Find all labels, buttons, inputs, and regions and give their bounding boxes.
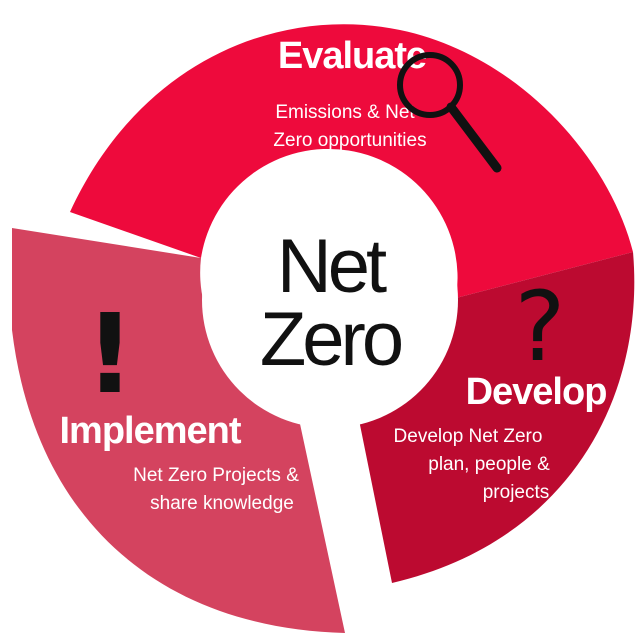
exclamation-mark-icon: ! xyxy=(85,290,135,418)
develop-description-line-1: Develop Net Zero xyxy=(394,426,543,447)
center-title-line-2: Zero xyxy=(260,297,402,382)
develop-title: Develop xyxy=(466,371,607,413)
evaluate-description-line-1: Emissions & Net xyxy=(275,102,415,123)
implement-title: Implement xyxy=(59,410,241,452)
center-circle xyxy=(202,172,458,428)
magnifier-icon xyxy=(397,52,502,173)
center-title-line-1: Net xyxy=(277,224,387,309)
develop-description-line-3: projects xyxy=(483,482,550,503)
implement-segment[interactable] xyxy=(12,228,345,633)
implement-description-line-2: share knowledge xyxy=(150,493,294,514)
implement-description-line-1: Net Zero Projects & xyxy=(133,465,299,486)
develop-segment[interactable] xyxy=(358,252,635,583)
evaluate-description-line-2: Zero opportunities xyxy=(273,130,426,151)
evaluate-segment[interactable] xyxy=(70,24,633,298)
develop-description-line-2: plan, people & xyxy=(428,454,550,475)
question-mark-icon: ? xyxy=(515,271,566,383)
